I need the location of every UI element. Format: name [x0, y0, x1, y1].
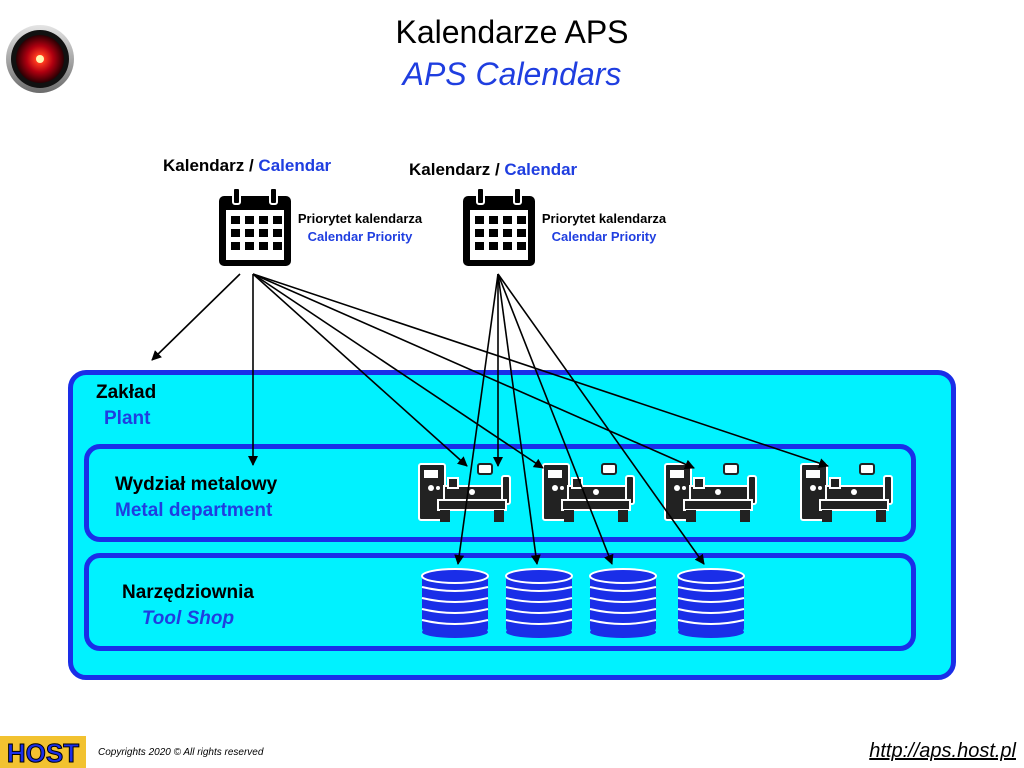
- lathe-machine-icon: [418, 463, 511, 522]
- arrow-cal2-machine-1: [454, 273, 499, 565]
- hal-eye-icon: [6, 25, 74, 93]
- arrow-cal1-machine-1: [252, 273, 468, 467]
- calendar-1-priority: Priorytet kalendarza Calendar Priority: [297, 211, 423, 244]
- calendar-2-label: Kalendarz / Calendar: [409, 160, 578, 179]
- tool-shop-label: Narzędziownia Tool Shop: [122, 582, 254, 629]
- arrow-cal2-disk-4: [497, 273, 705, 565]
- disk-stack-icon: [505, 568, 573, 638]
- calendar-icon: [463, 187, 535, 266]
- lathe-machine-icon: [800, 463, 893, 522]
- plant-box: [68, 370, 956, 680]
- arrow-cal1-machine-4: [252, 273, 829, 468]
- host-logo: HOST: [0, 736, 86, 768]
- arrow-cal1-machine-3: [252, 273, 695, 469]
- calendar-2-priority: Priorytet kalendarza Calendar Priority: [541, 211, 667, 244]
- disk-stack-icon: [677, 568, 745, 638]
- arrow-cal1-machine-2: [252, 273, 544, 469]
- calendar-1-label: Kalendarz / Calendar: [163, 156, 332, 175]
- footer-url-link[interactable]: http://aps.host.pl: [869, 740, 1016, 762]
- arrow-cal2-disk-3: [497, 273, 614, 565]
- svg-text:HOST: HOST: [7, 738, 79, 768]
- plant-label: Zakład Plant: [96, 382, 157, 429]
- disk-stack-icon: [421, 568, 489, 638]
- page-title: Kalendarze APS: [395, 14, 629, 50]
- disk-stack-icon: [589, 568, 657, 638]
- page-subtitle: APS Calendars: [402, 56, 622, 92]
- arrow-cal2-disk-2: [497, 273, 541, 565]
- metal-department-box: [84, 444, 916, 542]
- calendar-icon: [219, 187, 291, 266]
- copyright-text: Copyrights 2020 © All rights reserved: [98, 747, 264, 758]
- metal-department-label: Wydział metalowy Metal department: [115, 474, 278, 521]
- lathe-machine-icon: [664, 463, 757, 522]
- arrow-cal1-plant: [151, 273, 241, 361]
- tool-shop-box: [84, 553, 916, 651]
